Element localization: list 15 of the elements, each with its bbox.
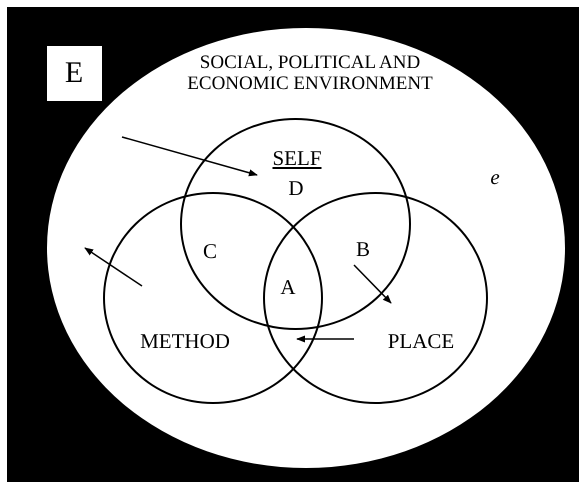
region-label: D <box>287 177 305 200</box>
region-label: A <box>279 276 297 300</box>
region-label: e <box>489 166 501 190</box>
box-label: E <box>64 56 84 89</box>
arrow <box>84 247 142 287</box>
arrow <box>122 136 258 176</box>
circle-label: PLACE <box>386 330 456 354</box>
region-label: B <box>354 238 371 262</box>
arrow <box>296 335 354 343</box>
region-label: C <box>202 240 218 264</box>
circle-label: METHOD <box>139 330 231 354</box>
arrow <box>353 264 392 304</box>
venn-circle <box>180 118 411 330</box>
circle-title: SELF <box>271 147 322 170</box>
environment-title: SOCIAL, POLITICAL AND ECONOMIC ENVIRONMENT <box>186 53 434 95</box>
